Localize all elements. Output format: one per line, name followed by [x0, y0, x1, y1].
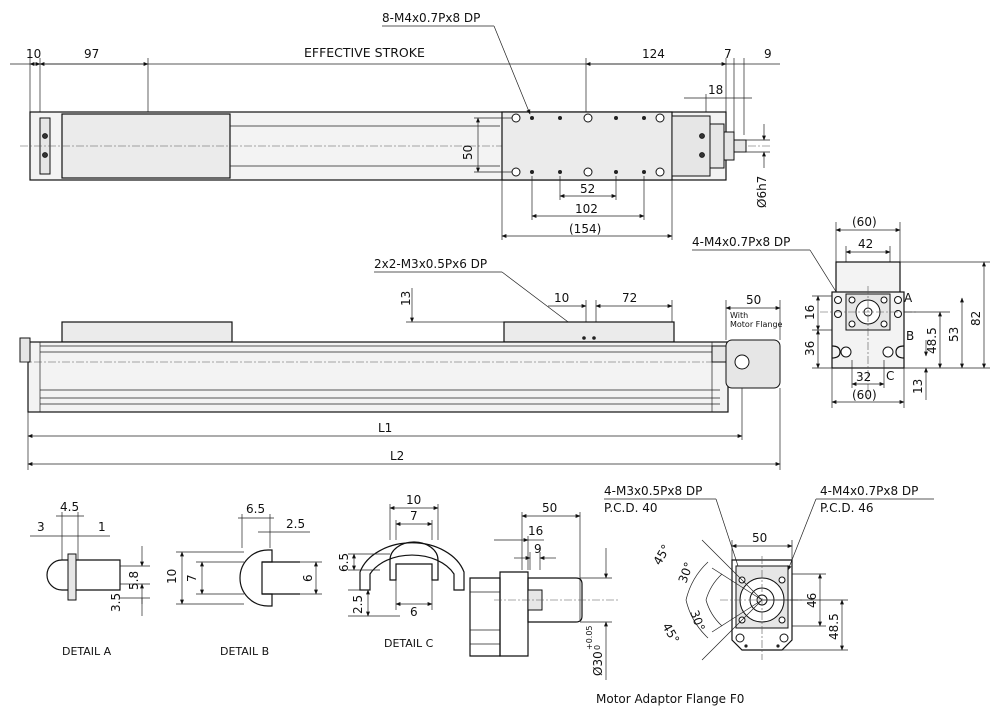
detail-a-dim-1: 1	[98, 520, 106, 534]
detail-b-title: DETAIL B	[220, 645, 269, 658]
dim-end-60-top: (60)	[852, 215, 877, 229]
dim-end-32: 32	[856, 370, 871, 384]
flange-side-dim-dia: Ø30	[591, 651, 605, 676]
detail-b-dim-10: 10	[165, 569, 179, 584]
dim-top-7: 7	[724, 47, 732, 61]
dim-side-10: 10	[554, 291, 569, 305]
flange-callout-right-1: 4-M4x0.7Px8 DP	[820, 484, 918, 498]
detail-c-dim-6-5: 6.5	[337, 553, 351, 572]
flange-side-dim-9: 9	[534, 542, 542, 556]
flange-title: Motor Adaptor Flange F0	[596, 692, 744, 706]
end-label-c: C	[886, 369, 894, 383]
dim-end-53: 53	[947, 327, 961, 342]
detail-b-dim-6: 6	[301, 574, 315, 582]
dim-effective-stroke: EFFECTIVE STROKE	[304, 45, 425, 60]
flange-front-view: 4-M3x0.5Px8 DP P.C.D. 40 4-M4x0.7Px8 DP …	[596, 484, 934, 706]
top-view: 10 97 EFFECTIVE STROKE 124 7 9 18	[10, 11, 780, 240]
dim-end-42: 42	[858, 237, 873, 251]
side-view: 2x2-M3x0.5Px6 DP 13 10 72 50 With Motor …	[19, 257, 783, 470]
dim-top-124: 124	[642, 47, 665, 61]
note-flange-line1: With	[730, 311, 748, 320]
detail-c: 10 7 6.5 2.5 6 DETAIL C	[337, 493, 465, 650]
dim-end-60-bottom: (60)	[852, 388, 877, 402]
dim-side-13: 13	[399, 291, 413, 306]
flange-front-dim-46: 46	[805, 593, 819, 608]
dim-end-36: 36	[803, 341, 817, 356]
flange-side-tol-lower: 0	[593, 645, 602, 650]
callout-top-holes: 8-M4x0.7Px8 DP	[382, 11, 480, 25]
dim-end-82: 82	[969, 311, 983, 326]
dim-top-97: 97	[84, 47, 99, 61]
dim-102: 102	[575, 202, 598, 216]
flange-front-dim-45-a: 45°	[650, 542, 673, 567]
flange-front-dim-45-b: 45°	[659, 621, 682, 646]
dim-52: 52	[580, 182, 595, 196]
callout-end-holes: 4-M4x0.7Px8 DP	[692, 235, 790, 249]
end-label-b: B	[906, 329, 914, 343]
callout-side-holes: 2x2-M3x0.5Px6 DP	[374, 257, 487, 271]
detail-a: 4.5 3 1 5.8 3.5 DETAIL A	[30, 500, 150, 658]
detail-b-dim-6-5: 6.5	[246, 502, 265, 516]
dim-top-18: 18	[708, 83, 723, 97]
detail-b-dim-2-5: 2.5	[286, 517, 305, 531]
flange-callout-left-1: 4-M3x0.5Px8 DP	[604, 484, 702, 498]
dim-top-9: 9	[764, 47, 772, 61]
side-motor-flange	[725, 339, 781, 389]
detail-c-title: DETAIL C	[384, 637, 434, 650]
dim-top-10: 10	[26, 47, 41, 61]
dim-154: (154)	[569, 222, 601, 236]
detail-b-dim-7: 7	[185, 574, 199, 582]
note-flange-line2: Motor Flange	[730, 320, 783, 329]
dim-end-16: 16	[803, 305, 817, 320]
flange-side-dim-50: 50	[542, 501, 557, 515]
detail-c-dim-2-5: 2.5	[351, 595, 365, 614]
detail-a-dim-3-5: 3.5	[109, 593, 123, 612]
detail-a-dim-5-8: 5.8	[127, 571, 141, 590]
end-view: 4-M4x0.7Px8 DP (60) 42 A B C	[692, 215, 990, 408]
side-carriage-left	[61, 321, 233, 343]
actuator-body-side	[27, 341, 729, 413]
detail-c-dim-6: 6	[410, 605, 418, 619]
dim-L1: L1	[378, 421, 392, 435]
flange-front-dim-30-b: 30°	[687, 608, 707, 633]
flange-front-dim-50: 50	[752, 531, 767, 545]
dim-carriage-50: 50	[461, 145, 475, 160]
flange-side-view: 50 16 9 Ø30 +0.05 0	[469, 501, 620, 680]
detail-a-title: DETAIL A	[62, 645, 112, 658]
detail-a-dim-4-5: 4.5	[60, 500, 79, 514]
detail-c-dim-10: 10	[406, 493, 421, 507]
flange-callout-left-2: P.C.D. 40	[604, 501, 658, 515]
dim-L2: L2	[390, 449, 404, 463]
dim-side-50: 50	[746, 293, 761, 307]
end-label-a: A	[904, 291, 913, 305]
flange-side-tol-upper: +0.05	[585, 625, 594, 650]
flange-callout-right-2: P.C.D. 46	[820, 501, 874, 515]
dim-end-13: 13	[911, 379, 925, 394]
dim-end-48-5: 48.5	[925, 327, 939, 354]
detail-a-dim-3: 3	[37, 520, 45, 534]
side-carriage-right	[503, 321, 675, 343]
dim-shaft-dia: Ø6h7	[755, 176, 769, 208]
dim-side-72: 72	[622, 291, 637, 305]
detail-b: 6.5 2.5 10 7 6 DETAIL B	[165, 502, 322, 658]
flange-side-dim-16: 16	[528, 524, 543, 538]
flange-front-dim-30-a: 30°	[676, 560, 696, 585]
detail-c-dim-7: 7	[410, 509, 418, 523]
flange-front-dim-48-5: 48.5	[827, 613, 841, 640]
